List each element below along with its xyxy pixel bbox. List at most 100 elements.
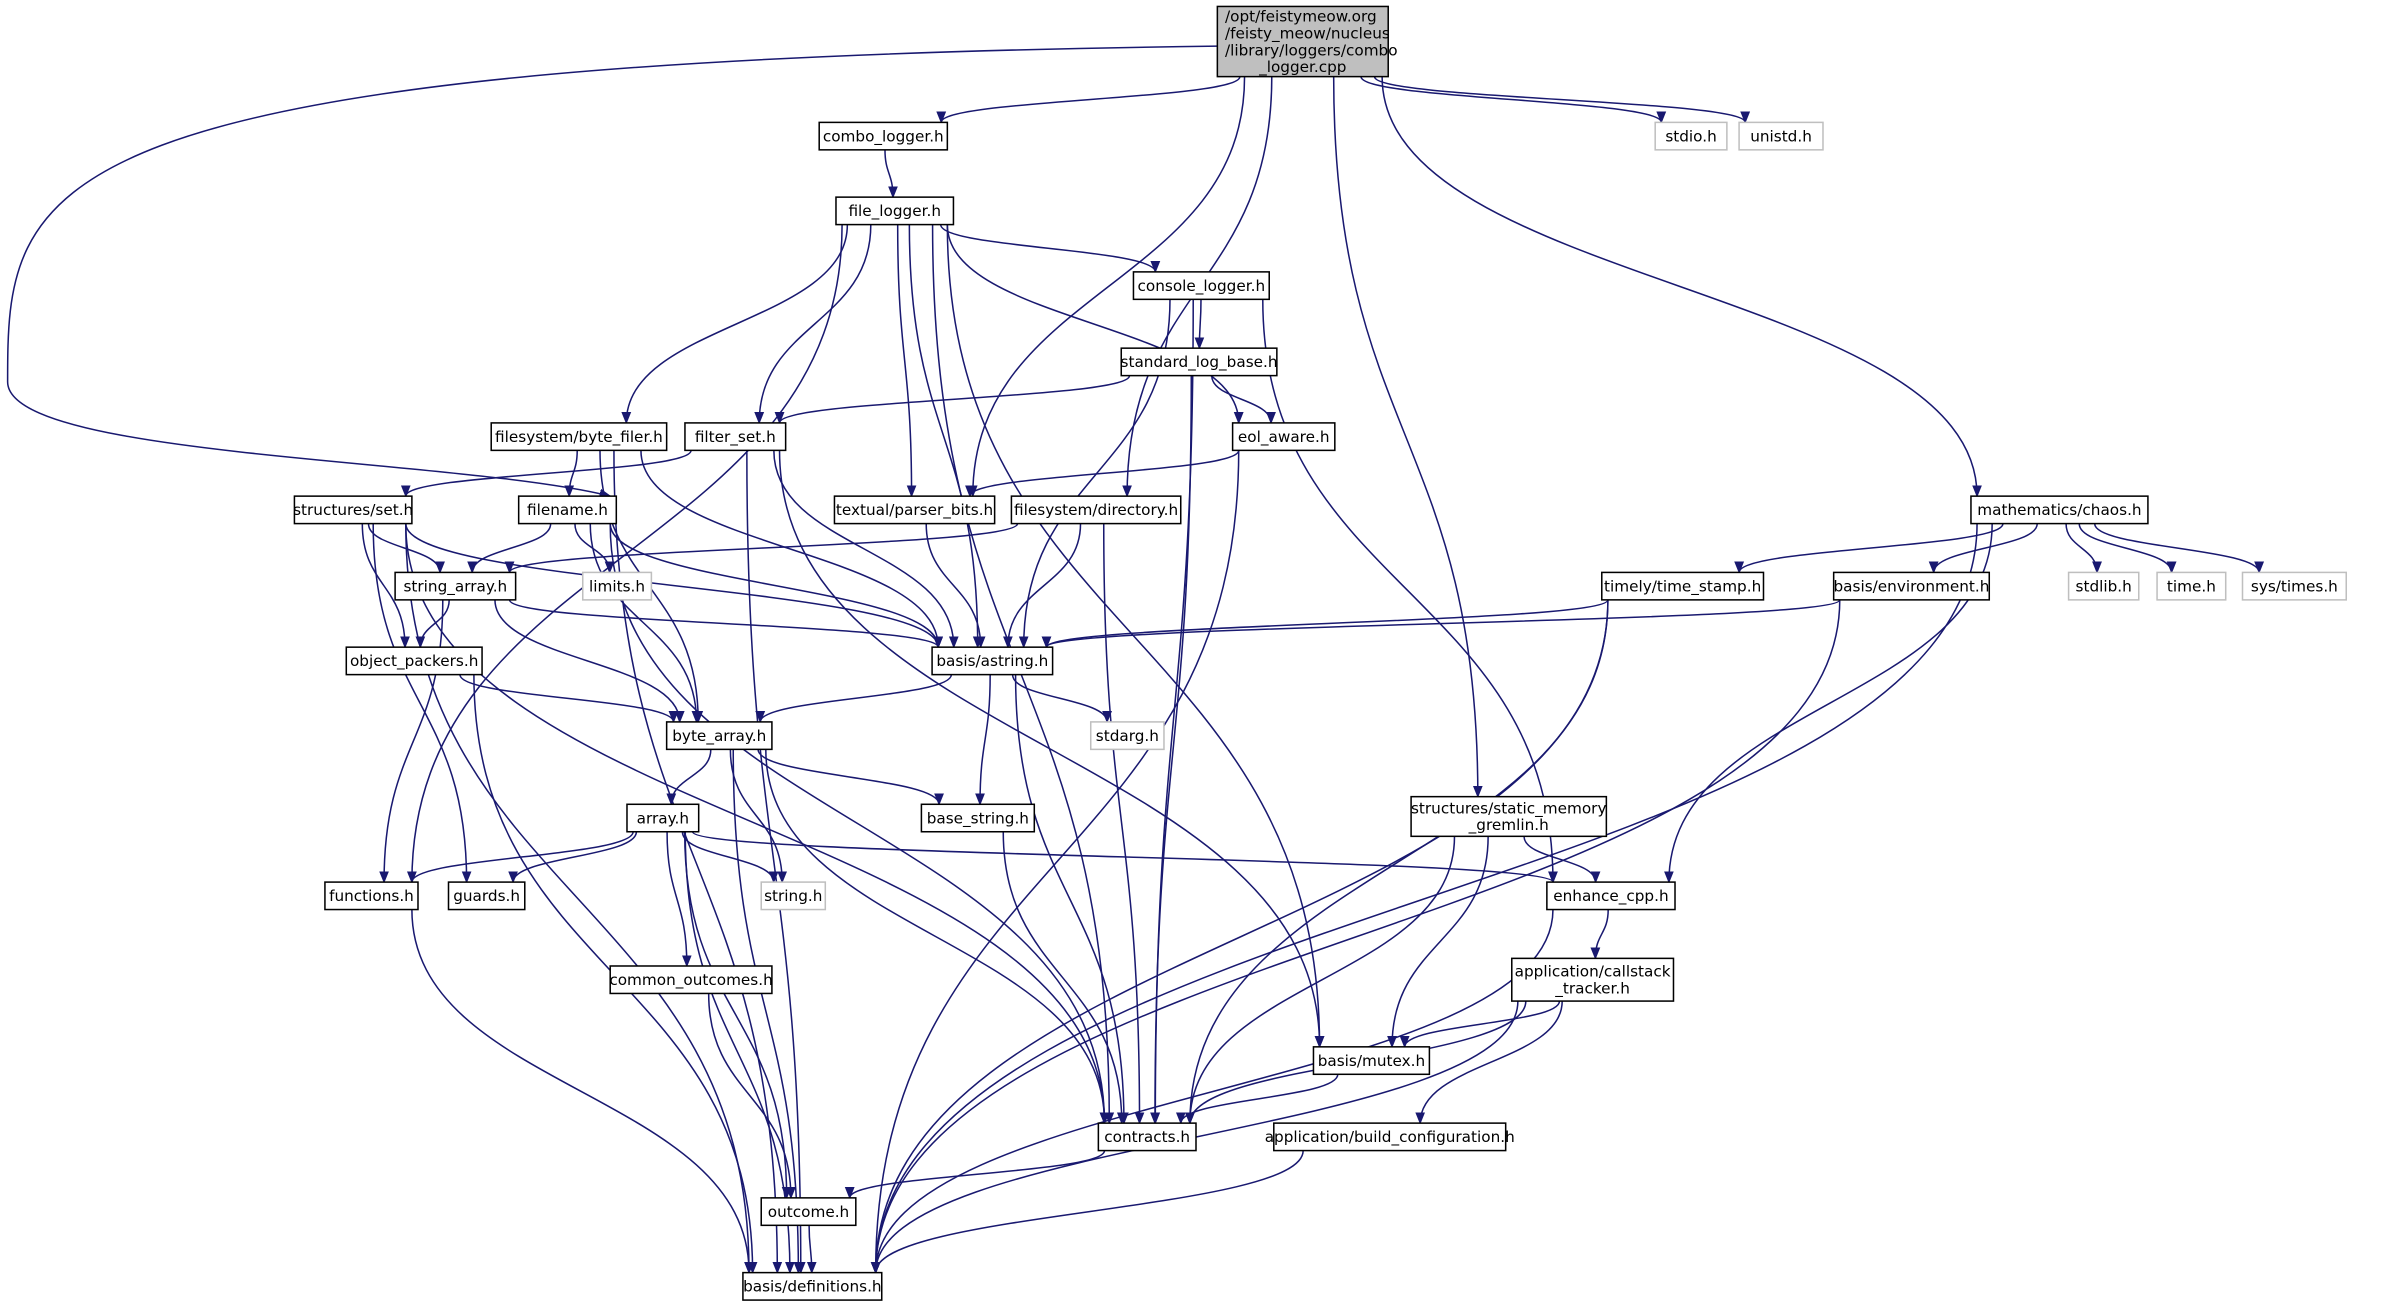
edge-filename-to-byte_array	[589, 523, 696, 722]
node-mutex[interactable]: basis/mutex.h	[1312, 1046, 1431, 1076]
node-box	[818, 121, 949, 151]
node-outcome[interactable]: outcome.h	[760, 1197, 857, 1227]
node-label: object_packers.h	[350, 652, 478, 671]
node-base_string[interactable]: base_string.h	[920, 803, 1036, 833]
edge-file_logger-to-astring	[908, 224, 977, 648]
node-time_stamp[interactable]: timely/time_stamp.h	[1601, 571, 1765, 601]
node-eol_aware[interactable]: eol_aware.h	[1231, 422, 1336, 452]
node-label: enhance_cpp.h	[1553, 887, 1668, 906]
node-stdio[interactable]: stdio.h	[1654, 121, 1728, 151]
node-guards[interactable]: guards.h	[447, 881, 526, 911]
edge-byte_array-to-definitions	[732, 749, 798, 1272]
node-box	[833, 495, 996, 525]
edge-chaos-to-stdlib	[2065, 523, 2097, 573]
edge-byte_filer-to-filename	[569, 450, 578, 496]
node-filter_set[interactable]: filter_set.h	[684, 422, 787, 452]
node-functions[interactable]: functions.h	[324, 881, 419, 911]
node-common_outcomes[interactable]: common_outcomes.h	[609, 965, 773, 995]
node-limits[interactable]: limits.h	[581, 571, 653, 601]
edge-string_array-to-astring	[508, 599, 939, 648]
node-standard_log_base[interactable]: standard_log_base.h	[1120, 347, 1278, 377]
node-label: mathematics/chaos.h	[1977, 501, 2141, 519]
node-byte_filer[interactable]: filesystem/byte_filer.h	[490, 422, 668, 452]
node-label: _tracker.h	[1554, 979, 1630, 998]
edge-array-to-common_outcomes	[666, 831, 687, 966]
edge-root-to-combo_logger	[941, 76, 1241, 123]
node-callstack[interactable]: application/callstack_tracker.h	[1511, 957, 1675, 1002]
node-label: functions.h	[329, 887, 414, 905]
edge-gremlin-to-contracts	[1190, 836, 1456, 1123]
node-box	[1216, 5, 1389, 78]
edge-chaos-to-time	[2078, 523, 2171, 573]
node-string_array[interactable]: string_array.h	[394, 571, 517, 601]
edge-astring-to-base_string	[980, 674, 991, 805]
node-enhance_cpp[interactable]: enhance_cpp.h	[1546, 881, 1676, 911]
edge-chaos-to-definitions	[876, 523, 1978, 1273]
edge-filter_set-to-mutex	[778, 450, 1320, 1046]
node-box	[1511, 957, 1675, 1002]
node-object_packers[interactable]: object_packers.h	[345, 646, 483, 676]
edge-filter_set-to-definitions	[746, 450, 801, 1272]
node-box	[1120, 347, 1278, 377]
node-box	[2241, 571, 2347, 601]
edge-root-to-gremlin	[1332, 76, 1478, 797]
node-set[interactable]: structures/set.h	[293, 495, 413, 525]
node-sys_times[interactable]: sys/times.h	[2241, 571, 2347, 601]
edge-byte_array-to-string	[729, 749, 782, 882]
node-byte_array[interactable]: byte_array.h	[665, 721, 773, 751]
node-environment[interactable]: basis/environment.h	[1832, 571, 1991, 601]
edge-array-to-guards	[513, 831, 638, 883]
node-label: basis/astring.h	[936, 652, 1048, 670]
node-box	[490, 422, 668, 452]
node-label: base_string.h	[927, 809, 1029, 828]
node-box	[2067, 571, 2140, 601]
node-filename[interactable]: filename.h	[517, 495, 618, 525]
node-label: /library/loggers/combo	[1225, 41, 1398, 59]
node-box	[684, 422, 787, 452]
node-label: filesystem/directory.h	[1014, 501, 1178, 519]
node-box	[609, 965, 773, 995]
edge-filename-to-string_array	[472, 523, 552, 573]
edge-functions-to-definitions	[411, 909, 749, 1273]
node-time[interactable]: time.h	[2156, 571, 2227, 601]
edge-standard_log_base-to-contracts	[1155, 375, 1193, 1124]
node-box	[1601, 571, 1765, 601]
node-definitions[interactable]: basis/definitions.h	[742, 1271, 883, 1301]
edge-directory-to-string_array	[510, 522, 1019, 574]
node-box	[581, 571, 653, 601]
node-astring[interactable]: basis/astring.h	[931, 646, 1054, 676]
node-unistd[interactable]: unistd.h	[1738, 121, 1824, 151]
node-label: textual/parser_bits.h	[836, 501, 993, 520]
edge-root-to-filename	[6, 45, 1218, 496]
edge-build_config-to-definitions	[876, 1150, 1304, 1273]
edge-filename-to-contracts	[609, 523, 1104, 1124]
node-label: standard_log_base.h	[1121, 353, 1278, 372]
node-box	[2156, 571, 2227, 601]
edge-chaos-to-time_stamp	[1739, 523, 2004, 573]
node-root[interactable]: /opt/feistymeow.org/feisty_meow/nucleus/…	[1216, 5, 1398, 78]
node-box	[665, 721, 773, 751]
edge-set-to-astring	[405, 523, 938, 648]
node-chaos[interactable]: mathematics/chaos.h	[1970, 495, 2149, 525]
node-array[interactable]: array.h	[626, 803, 700, 833]
node-console_logger[interactable]: console_logger.h	[1132, 271, 1270, 301]
edge-array-to-definitions	[684, 831, 790, 1273]
edge-gremlin-to-mutex	[1392, 836, 1489, 1047]
node-label: time.h	[2167, 577, 2216, 595]
node-parser_bits[interactable]: textual/parser_bits.h	[833, 495, 996, 525]
node-stdlib[interactable]: stdlib.h	[2067, 571, 2140, 601]
node-gremlin[interactable]: structures/static_memory_gremlin.h	[1410, 795, 1608, 838]
node-contracts[interactable]: contracts.h	[1097, 1122, 1197, 1152]
node-stdarg[interactable]: stdarg.h	[1089, 721, 1165, 751]
node-combo_logger[interactable]: combo_logger.h	[818, 121, 949, 151]
node-directory[interactable]: filesystem/directory.h	[1010, 495, 1182, 525]
node-label: basis/mutex.h	[1318, 1052, 1425, 1070]
node-file_logger[interactable]: file_logger.h	[835, 196, 955, 226]
edge-filename-to-astring	[609, 523, 938, 648]
edge-string_array-to-object_packers	[420, 599, 450, 648]
node-build_config[interactable]: application/build_configuration.h	[1265, 1122, 1515, 1152]
node-box	[1273, 1122, 1507, 1152]
node-label: filename.h	[527, 501, 608, 519]
node-string[interactable]: string.h	[760, 881, 827, 911]
edge-eol_aware-to-parser_bits	[970, 450, 1240, 497]
